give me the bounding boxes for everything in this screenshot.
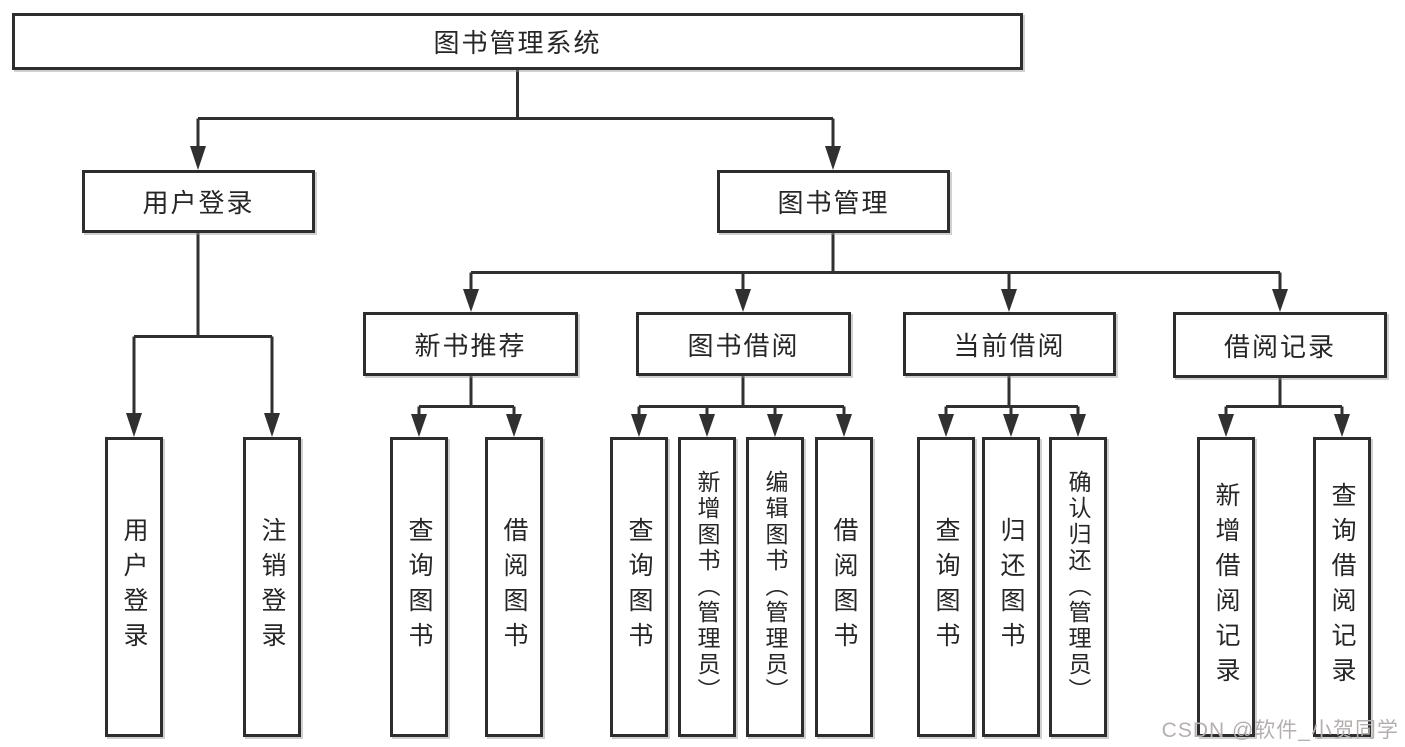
connector-strokes: [132, 69, 1344, 414]
node-book-management: 图书管理: [717, 170, 950, 233]
node-book-borrow: 图书借阅: [636, 312, 851, 376]
node-borrow-records: 借阅记录: [1173, 312, 1387, 378]
node-library-management-system: 图书管理系统: [12, 13, 1023, 70]
arrowhead-down-icons: [126, 146, 1350, 437]
node-new-book-recommend: 新书推荐: [363, 312, 578, 376]
leaf-query-borrow-record: 查询借阅记录: [1313, 437, 1371, 737]
leaf-query-books-current: 查询图书: [917, 437, 975, 737]
leaf-confirm-return-admin: 确认归还（管理员）: [1049, 437, 1107, 737]
leaf-return-books: 归还图书: [982, 437, 1040, 737]
leaf-add-borrow-record: 新增借阅记录: [1197, 437, 1255, 737]
leaf-query-books-borrow: 查询图书: [610, 437, 668, 737]
node-user-login: 用户登录: [82, 170, 315, 233]
node-current-borrow: 当前借阅: [903, 312, 1116, 376]
leaf-user-login: 用户登录: [105, 437, 163, 737]
leaf-borrow-books-recommend: 借阅图书: [485, 437, 543, 737]
leaf-query-books-recommend: 查询图书: [390, 437, 448, 737]
leaf-borrow-books: 借阅图书: [815, 437, 873, 737]
leaf-logout: 注销登录: [243, 437, 301, 737]
leaf-add-books-admin: 新增图书（管理员）: [678, 437, 736, 737]
csdn-watermark: CSDN @软件_小贺同学: [1161, 719, 1399, 742]
leaf-edit-books-admin: 编辑图书（管理员）: [746, 437, 804, 737]
